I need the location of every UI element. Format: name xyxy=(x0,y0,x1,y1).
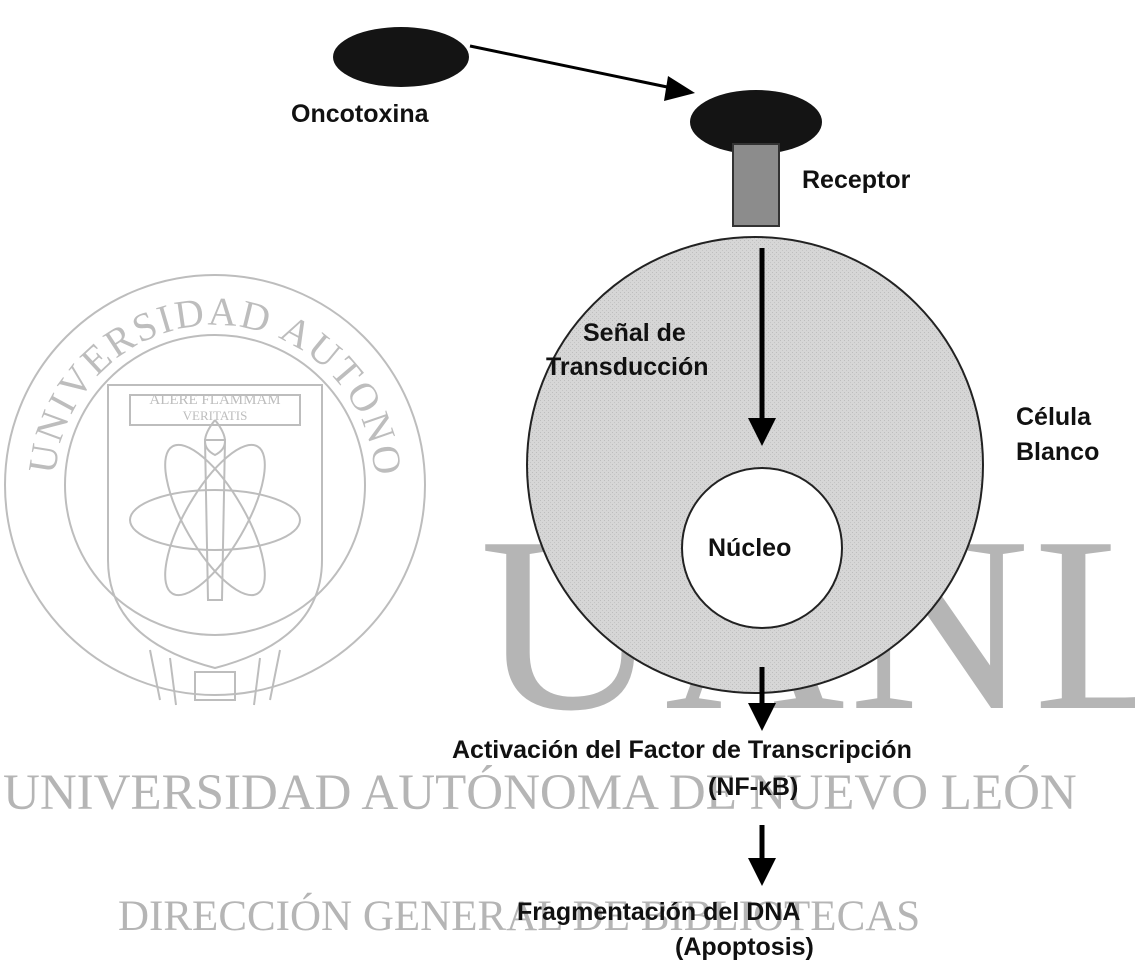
target-cell-membrane xyxy=(526,236,984,694)
activation-label-line2: (NF-κB) xyxy=(708,773,799,801)
fragmentation-label-line2: (Apoptosis) xyxy=(675,933,814,961)
seal-motto-line2: VERITATIS xyxy=(183,408,248,423)
activation-arrow xyxy=(748,667,776,731)
signal-label-line2: Transducción xyxy=(546,353,709,381)
receptor-label: Receptor xyxy=(802,166,911,194)
activation-label-line1: Activación del Factor de Transcripción xyxy=(452,736,912,764)
free-oncotoxin-ellipse xyxy=(333,27,469,87)
transduction-arrow xyxy=(748,248,776,446)
nucleus-circle xyxy=(681,467,843,629)
target-cell-label-line2: Blanco xyxy=(1016,438,1100,466)
fragmentation-label-line1: Fragmentación del DNA xyxy=(517,898,801,926)
library-watermark: DIRECCIÓN GENERAL DE BIBLIOTECAS xyxy=(118,893,921,940)
receptor-rect xyxy=(732,143,780,227)
oncotoxin-label: Oncotoxina xyxy=(291,100,429,128)
fragmentation-arrow xyxy=(748,825,776,886)
bound-oncotoxin-ellipse xyxy=(690,90,822,154)
binding-arrow xyxy=(469,44,695,101)
university-name-watermark: UNIVERSIDAD AUTÓNOMA DE NUEVO LEÓN xyxy=(3,765,1077,821)
target-cell-label-line1: Célula xyxy=(1016,403,1092,431)
signal-label-line1: Señal de xyxy=(583,319,686,347)
nucleus-label: Núcleo xyxy=(708,534,792,562)
seal-motto-line1: ALERE FLAMMAM xyxy=(149,392,280,408)
